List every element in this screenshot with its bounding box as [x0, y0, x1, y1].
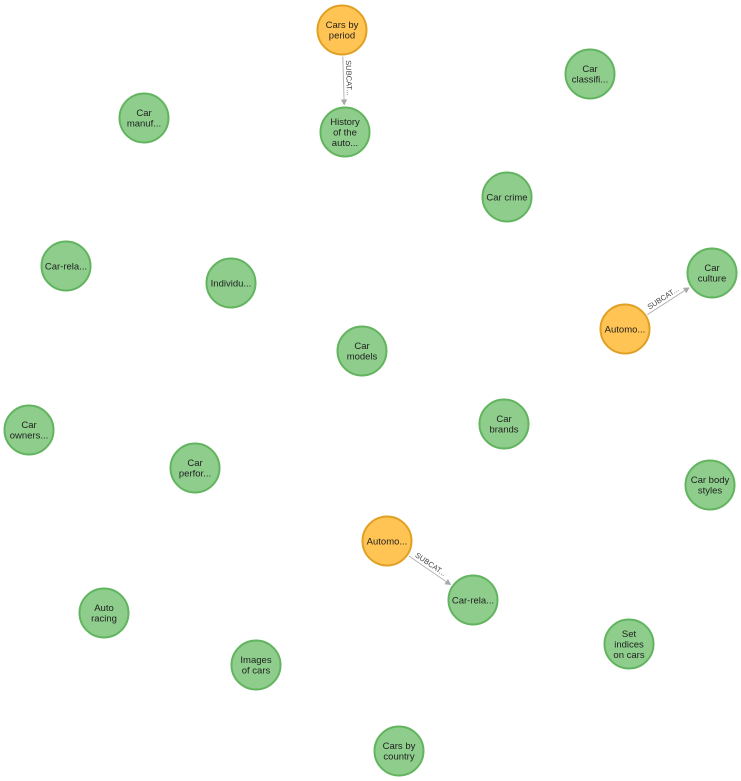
subcategory-node-circle	[373, 725, 425, 777]
subcategory-node-circle	[118, 92, 170, 144]
edge-label: SUBCAT...	[344, 60, 354, 96]
node-car-crime[interactable]: Car crime	[481, 171, 533, 223]
node-automobiles-2[interactable]: Automo...	[361, 515, 413, 567]
edge-automobiles-1-to-car-culture[interactable]: SUBCAT...	[646, 285, 690, 316]
subcategory-node-circle	[336, 325, 388, 377]
edge-line	[647, 290, 685, 316]
subcategory-node-circle	[205, 257, 257, 309]
subcategory-node-circle	[78, 587, 130, 639]
node-individual-cars[interactable]: Individu...	[205, 257, 257, 309]
edge-label: SUBCAT...	[646, 285, 681, 312]
node-car-performance[interactable]: Carperfor...	[169, 442, 221, 494]
edge-cars-by-period-to-history-of-the-automobile[interactable]: SUBCAT...	[340, 56, 354, 106]
subcategory-node-circle	[3, 404, 55, 456]
edge-line	[408, 555, 447, 583]
category-node-circle	[316, 4, 368, 56]
edge-automobiles-2-to-car-related-2[interactable]: SUBCAT...	[408, 551, 452, 586]
node-automobiles-1[interactable]: Automo...	[599, 303, 651, 355]
arrowhead-icon	[340, 99, 348, 106]
subcategory-node-circle	[603, 618, 655, 670]
subcategory-node-circle	[447, 574, 499, 626]
subcategory-node-circle	[169, 442, 221, 494]
subcategory-node-circle	[230, 639, 282, 691]
subcategory-node-circle	[319, 106, 371, 158]
arrowhead-icon	[682, 287, 690, 294]
subcategory-node-circle	[684, 459, 736, 511]
node-car-related-1[interactable]: Car-rela...	[40, 240, 92, 292]
category-node-circle	[599, 303, 651, 355]
subcategory-node-circle	[564, 48, 616, 100]
category-node-circle	[361, 515, 413, 567]
node-car-related-2[interactable]: Car-rela...	[447, 574, 499, 626]
subcategory-node-circle	[40, 240, 92, 292]
node-car-ownership[interactable]: Carowners...	[3, 404, 55, 456]
subcategory-node-circle	[686, 247, 738, 299]
edge-label: SUBCAT...	[414, 551, 448, 578]
subcategory-node-circle	[478, 398, 530, 450]
edge-line	[342, 56, 345, 100]
arrowhead-icon	[444, 578, 452, 586]
node-car-classification[interactable]: Carclassifi...	[564, 48, 616, 100]
subcategory-node-circle	[481, 171, 533, 223]
node-car-manufacturers[interactable]: Carmanuf...	[118, 92, 170, 144]
